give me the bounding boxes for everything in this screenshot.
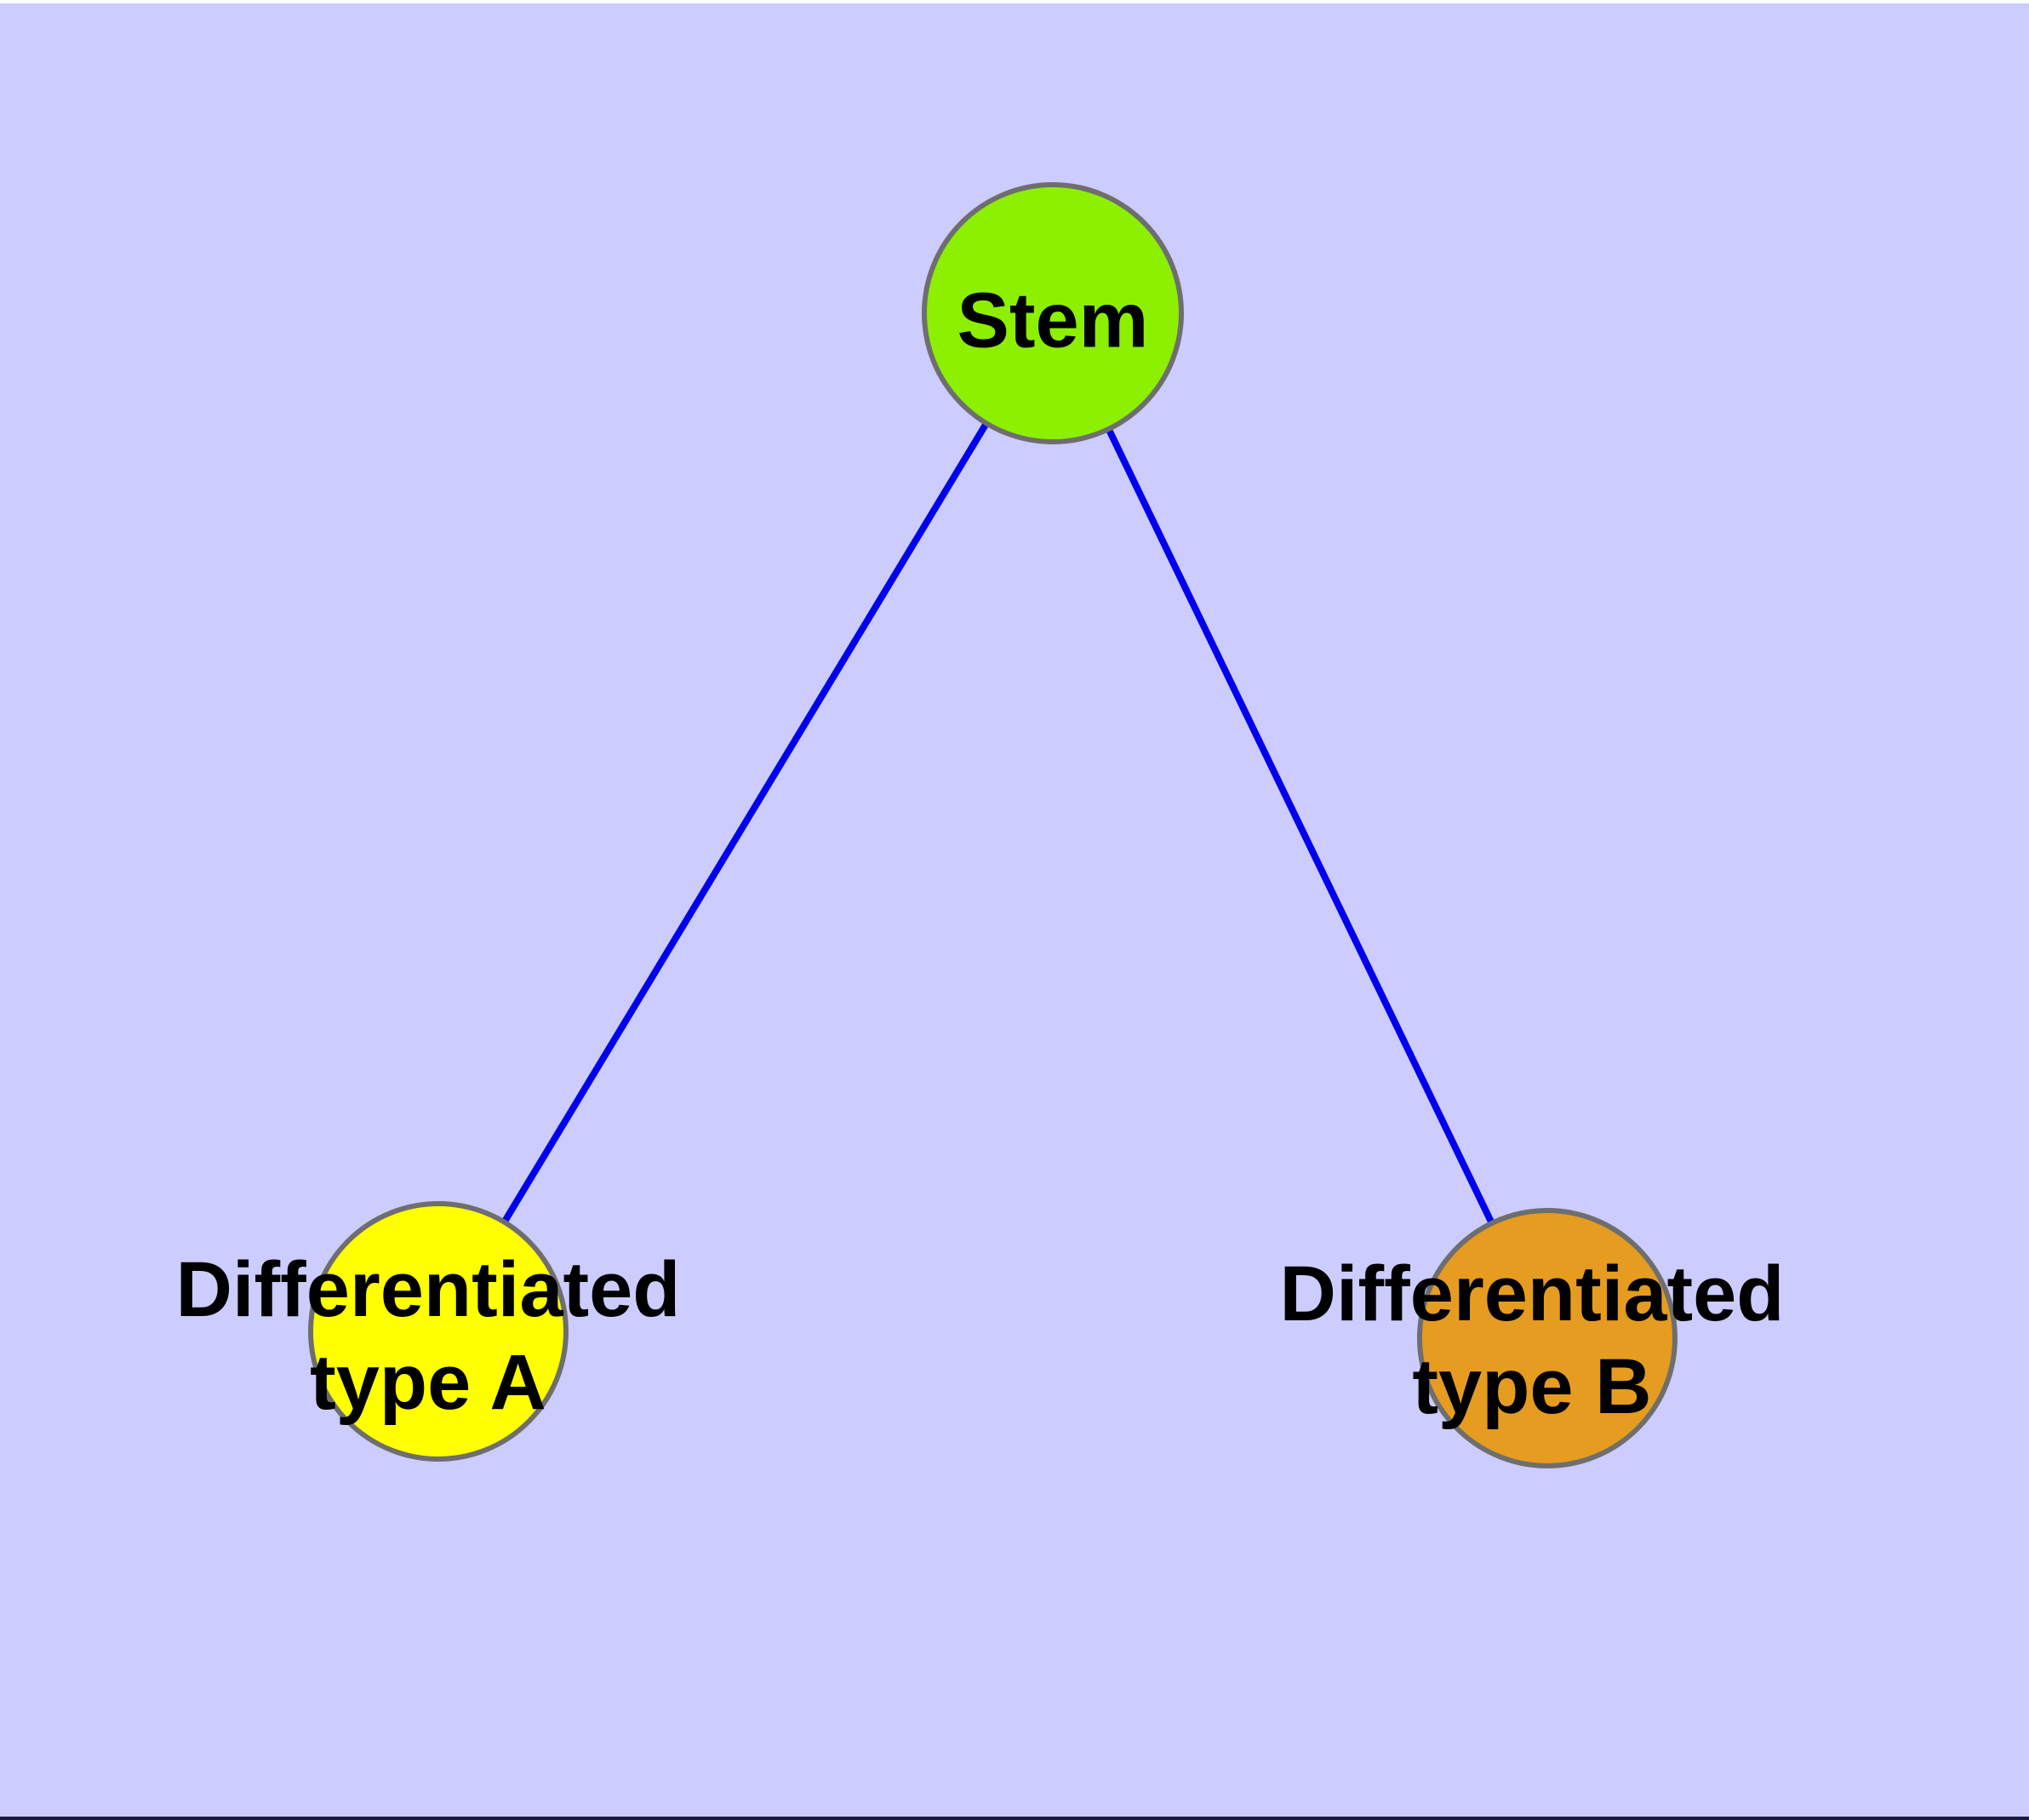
edge-stem-to-type-a bbox=[435, 311, 1056, 1334]
node-differentiated-type-a-label-line2: type A bbox=[310, 1339, 546, 1426]
bottom-border-strip bbox=[0, 1817, 2029, 1820]
node-differentiated-type-a-label-line1: Differentiated bbox=[175, 1245, 681, 1333]
node-differentiated-type-b-label-line2: type B bbox=[1412, 1343, 1652, 1430]
node-differentiated-type-a-circle bbox=[308, 1201, 569, 1462]
node-differentiated-type-b-label-line1: Differentiated bbox=[1279, 1250, 1785, 1337]
node-stem-label: Stem bbox=[957, 274, 1149, 367]
node-differentiated-type-b-label: Differentiated type B bbox=[1280, 1248, 1785, 1434]
node-differentiated-type-b-circle bbox=[1417, 1208, 1677, 1468]
node-differentiated-type-a-label: Differentiated type A bbox=[176, 1244, 681, 1429]
node-stem-circle bbox=[922, 182, 1184, 444]
edge-stem-to-type-b bbox=[1049, 312, 1551, 1340]
node-stem-label-text: Stem bbox=[957, 277, 1149, 364]
top-border-strip bbox=[0, 0, 2029, 3]
